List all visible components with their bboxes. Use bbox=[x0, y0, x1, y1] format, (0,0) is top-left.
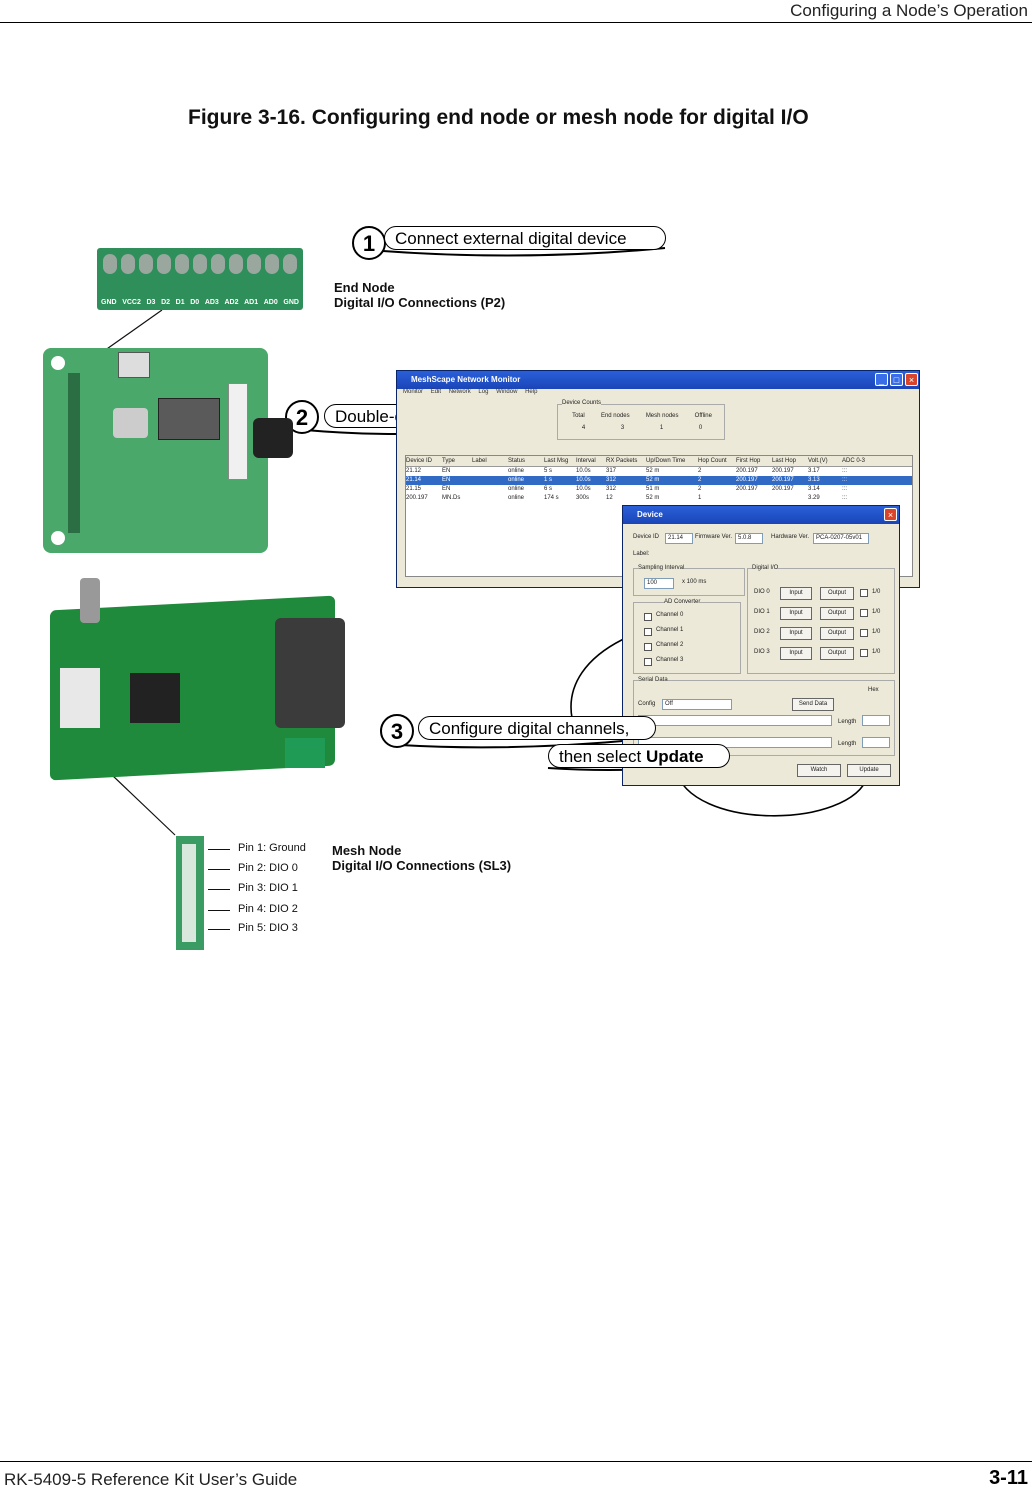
menu-log[interactable]: Log bbox=[478, 389, 489, 395]
menu-help[interactable]: Help bbox=[525, 389, 538, 395]
config-select[interactable]: Off bbox=[662, 699, 732, 710]
pin-line bbox=[208, 910, 230, 911]
device-close-button[interactable]: × bbox=[884, 508, 897, 521]
callout-1-number: 1 bbox=[352, 226, 386, 260]
mesh-node-connector bbox=[176, 836, 204, 950]
channel-0-checkbox[interactable] bbox=[644, 613, 652, 621]
length-field-2[interactable] bbox=[862, 737, 890, 748]
minimize-button[interactable]: _ bbox=[875, 373, 888, 386]
monitor-title: MeshScape Network Monitor bbox=[397, 371, 919, 389]
end-node-label: End Node Digital I/O Connections (P2) bbox=[334, 280, 506, 310]
dio1-io-checkbox[interactable] bbox=[860, 609, 868, 617]
running-head: Configuring a Node’s Operation bbox=[790, 1, 1028, 20]
firmware-field[interactable]: 5.0.8 bbox=[735, 533, 763, 544]
close-button[interactable]: × bbox=[905, 373, 918, 386]
ad-converter-group: AD Converter Channel 0 Channel 1 Channel… bbox=[633, 599, 741, 674]
mesh-node-label: Mesh Node Digital I/O Connections (SL3) bbox=[332, 843, 512, 873]
dio2-output-button[interactable]: Output bbox=[820, 627, 854, 640]
sampling-group: Sampling Interval 100 x 100 ms bbox=[633, 565, 745, 596]
footer-title: RK-5409-5 Reference Kit User’s Guide bbox=[4, 1470, 298, 1489]
pin-line bbox=[208, 849, 230, 850]
dio0-input-button[interactable]: Input bbox=[780, 587, 812, 600]
dio1-output-button[interactable]: Output bbox=[820, 607, 854, 620]
digital-io-group: Digital I/O DIO 0 Input Output 1/0 DIO 1… bbox=[747, 565, 895, 674]
header-rule bbox=[0, 22, 1032, 23]
pin-line bbox=[208, 889, 230, 890]
callout-1-text: Connect external digital device bbox=[384, 226, 666, 250]
callout-3-line1: Configure digital channels, bbox=[418, 716, 656, 740]
dio1-input-button[interactable]: Input bbox=[780, 607, 812, 620]
footer-rule bbox=[0, 1461, 1032, 1462]
pin-line bbox=[208, 929, 230, 930]
device-dialog: Device × Device ID 21.14 Firmware Ver. 5… bbox=[622, 505, 900, 786]
figure-title: Figure 3-16. Configuring end node or mes… bbox=[188, 106, 809, 129]
watch-button[interactable]: Watch bbox=[797, 764, 841, 777]
end-node-board-image bbox=[43, 348, 293, 553]
serial-data-field-2[interactable] bbox=[638, 737, 832, 748]
pin-4-label: Pin 4: DIO 2 bbox=[238, 903, 298, 915]
device-id-field[interactable]: 21.14 bbox=[665, 533, 693, 544]
dio0-io-checkbox[interactable] bbox=[860, 589, 868, 597]
hardware-field[interactable]: PCA-0207-05v01 bbox=[813, 533, 869, 544]
menu-edit[interactable]: Edit bbox=[430, 389, 442, 395]
menu-monitor[interactable]: Monitor bbox=[403, 389, 424, 395]
pin-2-label: Pin 2: DIO 0 bbox=[238, 862, 298, 874]
serial-data-field-1[interactable] bbox=[638, 715, 832, 726]
mesh-node-board-image bbox=[40, 578, 350, 783]
length-field-1[interactable] bbox=[862, 715, 890, 726]
dio2-io-checkbox[interactable] bbox=[860, 629, 868, 637]
dio3-io-checkbox[interactable] bbox=[860, 649, 868, 657]
maximize-button[interactable]: □ bbox=[890, 373, 903, 386]
menu-network[interactable]: Network bbox=[448, 389, 471, 395]
callout-3-number: 3 bbox=[380, 714, 414, 748]
sampling-input[interactable]: 100 bbox=[644, 578, 674, 589]
device-dialog-title: Device bbox=[623, 506, 899, 524]
channel-2-checkbox[interactable] bbox=[644, 643, 652, 651]
serial-data-group: Serial Data Hex Config Off Send Data Len… bbox=[633, 677, 895, 756]
callout-3-line2: then select Update bbox=[548, 744, 730, 768]
dio3-output-button[interactable]: Output bbox=[820, 647, 854, 660]
channel-1-checkbox[interactable] bbox=[644, 628, 652, 636]
send-data-button[interactable]: Send Data bbox=[792, 698, 834, 711]
dio3-input-button[interactable]: Input bbox=[780, 647, 812, 660]
dio2-input-button[interactable]: Input bbox=[780, 627, 812, 640]
pin-3-label: Pin 3: DIO 1 bbox=[238, 882, 298, 894]
page-number: 3-11 bbox=[989, 1467, 1028, 1489]
monitor-menubar: Monitor Edit Network Log Window Help bbox=[397, 389, 919, 401]
pin-5-label: Pin 5: DIO 3 bbox=[238, 922, 298, 934]
channel-3-checkbox[interactable] bbox=[644, 658, 652, 666]
dio0-output-button[interactable]: Output bbox=[820, 587, 854, 600]
pin-1-label: Pin 1: Ground bbox=[238, 842, 306, 854]
menu-window[interactable]: Window bbox=[496, 389, 518, 395]
update-button[interactable]: Update bbox=[847, 764, 891, 777]
pin-line bbox=[208, 869, 230, 870]
